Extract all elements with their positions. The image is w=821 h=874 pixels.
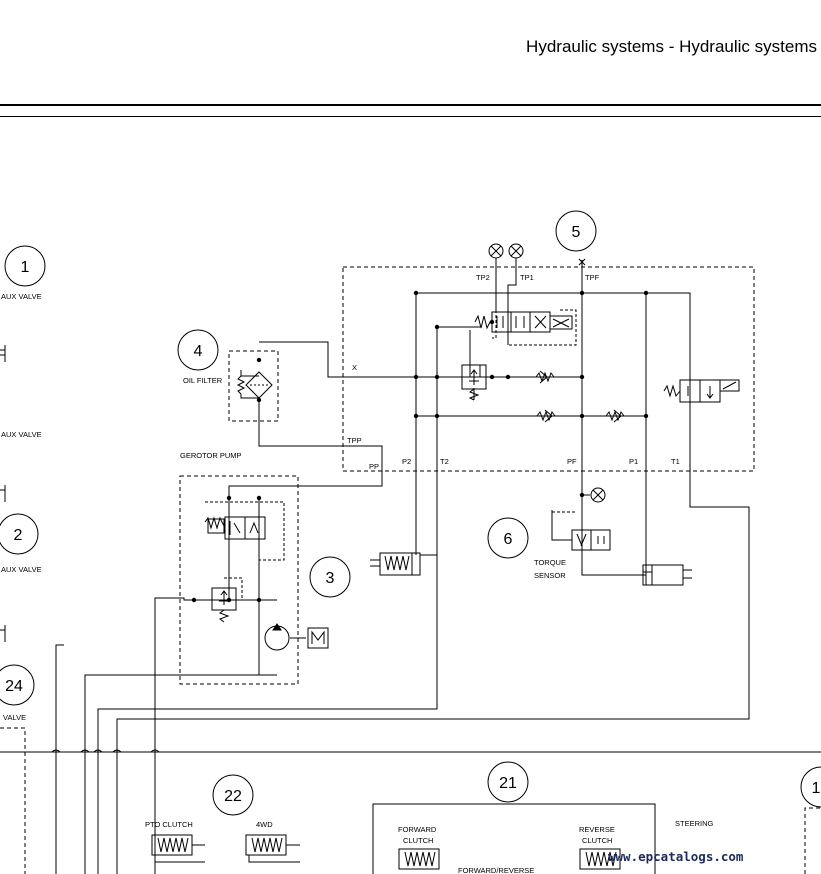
callout-circle-24	[0, 664, 35, 706]
label-aux-valve-3: AUX VALVE	[1, 565, 42, 574]
callout-circle-21	[487, 761, 529, 803]
port-tp1: TP1	[520, 273, 534, 282]
cylinder-right-icon	[642, 564, 692, 586]
gauge-tp2-icon	[488, 243, 504, 259]
steering-boundary	[804, 807, 821, 874]
pilot-line-4	[224, 577, 243, 598]
line-p2	[116, 292, 750, 874]
callout-circle-22	[212, 774, 254, 816]
callout-number: 5	[572, 224, 581, 241]
callout-circle-1	[4, 245, 46, 287]
line-pump-supply	[84, 674, 277, 874]
pilot-line-2	[508, 309, 577, 346]
line-x	[259, 341, 582, 378]
fourwd-clutch-icon	[245, 834, 300, 863]
line-crossovers	[51, 749, 160, 753]
pto-boundary	[0, 727, 26, 874]
junction-dots	[191, 290, 649, 603]
port-pf: PF	[567, 457, 577, 466]
gerotor-pump-icon	[264, 623, 290, 651]
label-torque-sensor-2: SENSOR	[534, 571, 566, 580]
line-tpp	[228, 400, 383, 498]
label-torque-sensor-1: TORQUE	[534, 558, 566, 567]
port-tpp: TPP	[347, 436, 362, 445]
pto-clutch-icon	[151, 834, 205, 863]
pilot-line-3	[205, 501, 285, 561]
label-4wd: 4WD	[256, 820, 273, 829]
label-forward-reverse: FORWARD/REVERSE	[458, 866, 534, 874]
port-pp: PP	[369, 462, 379, 471]
callout-number: 24	[5, 678, 23, 695]
callout-number: 1	[812, 780, 821, 797]
line-torque	[551, 494, 590, 541]
gauge-pf-icon	[590, 487, 606, 503]
callout-circle-4	[177, 329, 219, 371]
label-forward-clutch-1: FORWARD	[398, 825, 437, 834]
pump-relief-valve-icon	[211, 587, 237, 623]
check-valve-spring-3-icon	[605, 409, 625, 423]
check-valve-spring-1-icon	[535, 370, 555, 384]
aux-valve-fragments	[0, 345, 6, 642]
electric-motor-icon	[307, 627, 329, 649]
oil-filter-icon	[236, 370, 273, 399]
label-aux-valve-2: AUX VALVE	[1, 430, 42, 439]
pump-control-valve-icon	[204, 516, 266, 540]
label-valve-24: VALVE	[3, 713, 26, 722]
gauge-tp1-icon	[508, 243, 524, 259]
callout-number: 3	[326, 570, 335, 587]
cylinder-left-icon	[370, 552, 421, 576]
forward-reverse-boundary	[372, 803, 656, 874]
label-gerotor-pump: GEROTOR PUMP	[180, 451, 242, 460]
callout-number: 6	[504, 531, 513, 548]
line-pf	[581, 260, 646, 576]
header-divider	[0, 104, 821, 106]
label-steering: STEERING	[675, 819, 714, 828]
port-tpf: TPF	[585, 273, 600, 282]
port-t2: T2	[440, 457, 449, 466]
callout-circle-2	[0, 513, 39, 555]
port-tp2: TP2	[476, 273, 490, 282]
torque-sensor-valve-icon	[571, 529, 611, 551]
port-x: X	[352, 363, 357, 372]
callout-number: 1	[21, 259, 30, 276]
callout-circle-3	[309, 556, 351, 598]
callout-number: 22	[224, 788, 242, 805]
label-aux-valve-1: AUX VALVE	[1, 292, 42, 301]
port-t1: T1	[671, 457, 680, 466]
label-reverse-clutch-2: CLUTCH	[582, 836, 612, 845]
pump-boundary	[179, 475, 299, 685]
label-reverse-clutch-1: REVERSE	[579, 825, 615, 834]
port-p1: P1	[629, 457, 638, 466]
line-tp-gauges	[495, 258, 517, 345]
relief-valve-icon	[461, 364, 487, 401]
valve-block-boundary	[342, 266, 755, 472]
reverse-clutch-icon	[579, 848, 621, 870]
callout-circle-6	[487, 517, 529, 559]
page-title: Hydraulic systems - Hydraulic systems	[526, 37, 817, 56]
line-pump-out	[154, 597, 277, 874]
callout-circle-5	[555, 210, 597, 252]
watermark: www.epcatalogs.com	[608, 849, 744, 864]
forward-clutch-icon	[398, 848, 440, 870]
solenoid-valve-icon	[663, 379, 740, 403]
directional-valve-icon	[474, 311, 573, 333]
line-t2b	[97, 326, 480, 874]
callout-number: 2	[14, 527, 23, 544]
filter-boundary	[228, 350, 279, 422]
line-relief-a	[469, 330, 481, 377]
pilot-line-1	[492, 310, 497, 339]
callout-number: 21	[499, 775, 517, 792]
label-forward-clutch-2: CLUTCH	[403, 836, 433, 845]
callout-circle-1b	[800, 766, 821, 808]
header-divider-thin	[0, 116, 821, 117]
callout-number: 4	[194, 343, 203, 360]
label-pto-clutch: PTO CLUTCH	[145, 820, 193, 829]
port-p2: P2	[402, 457, 411, 466]
label-oil-filter: OIL FILTER	[183, 376, 223, 385]
test-point-tpf-icon	[578, 258, 586, 266]
check-valve-spring-2-icon	[536, 409, 556, 423]
line-drain	[55, 644, 64, 874]
